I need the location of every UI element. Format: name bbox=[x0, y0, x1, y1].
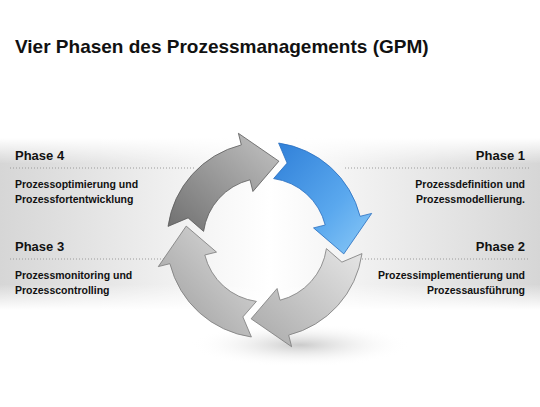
phase-heading: Phase 1 bbox=[476, 148, 525, 163]
phase-heading: Phase 4 bbox=[15, 148, 64, 163]
divider-line bbox=[345, 168, 530, 169]
diagram-title: Vier Phasen des Prozessmanagements (GPM) bbox=[15, 36, 429, 58]
divider-line bbox=[350, 259, 530, 260]
divider-line bbox=[10, 168, 195, 169]
cycle-arrow bbox=[158, 226, 256, 337]
cycle-arrow bbox=[168, 133, 279, 231]
phase-description: Prozessdefinition und Prozessmodellierun… bbox=[375, 177, 525, 207]
phase-description: Prozessimplementierung und Prozessausfüh… bbox=[375, 268, 525, 298]
phase-heading: Phase 2 bbox=[476, 239, 525, 254]
cycle-arrow bbox=[251, 249, 362, 347]
phase-heading: Phase 3 bbox=[15, 239, 64, 254]
phase-description: Prozessmonitoring und Prozesscontrolling bbox=[15, 268, 165, 298]
cycle-arrow-active bbox=[274, 143, 372, 254]
phase-description: Prozessoptimierung und Prozessfortentwic… bbox=[15, 177, 165, 207]
